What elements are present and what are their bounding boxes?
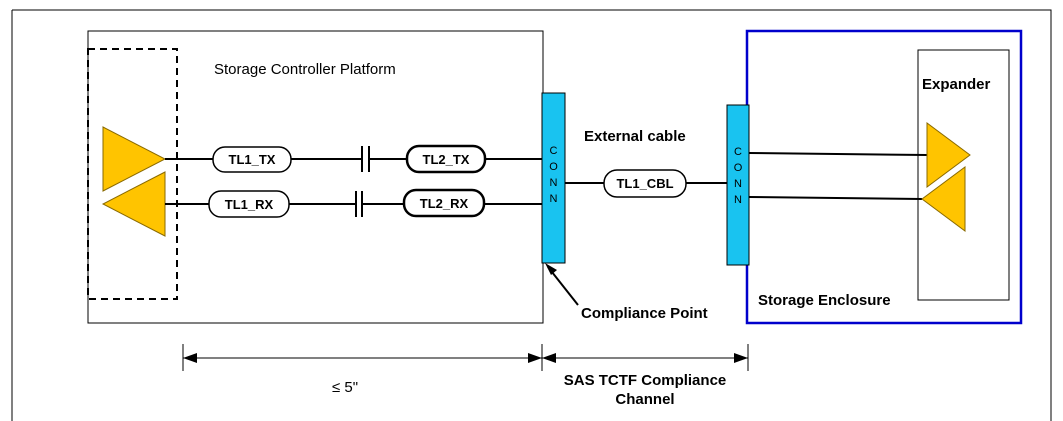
expander-label: Expander: [922, 76, 991, 93]
transceiver-dashed-box: [87, 48, 178, 300]
tl1-tx-pill: TL1_TX: [212, 146, 292, 173]
tl1-rx-pill: TL1_RX: [208, 190, 290, 218]
svg-text:N: N: [550, 177, 558, 189]
tl1-cbl-label: TL1_CBL: [616, 176, 673, 191]
expander-rx-amplifier-icon: [926, 122, 971, 188]
expander-rx-line: [748, 196, 923, 200]
tl2-rx-label: TL2_RX: [420, 196, 469, 211]
left-connector-text: C O N N: [549, 145, 558, 205]
platform-label: Storage Controller Platform: [214, 61, 396, 78]
max-length-label: ≤ 5": [332, 379, 358, 396]
svg-text:N: N: [550, 193, 558, 205]
channel-label-line2: Channel: [615, 391, 674, 408]
external-cable-label: External cable: [584, 128, 686, 145]
outer-frame: [12, 9, 1052, 421]
tl2-rx-pill: TL2_RX: [402, 188, 486, 218]
tl2-tx-label: TL2_TX: [423, 152, 470, 167]
svg-text:N: N: [734, 194, 742, 206]
tl1-rx-label: TL1_RX: [225, 197, 274, 212]
left-connector: [541, 92, 566, 264]
length-dimension: [182, 344, 749, 371]
svg-text:N: N: [734, 178, 742, 190]
svg-text:O: O: [549, 161, 558, 173]
tl1-tx-label: TL1_TX: [229, 152, 276, 167]
tl1-cbl-pill: TL1_CBL: [603, 169, 687, 198]
compliance-point-label: Compliance Point: [581, 305, 708, 322]
expander-tx-amplifier-icon: [921, 166, 966, 232]
tx-amplifier-icon: [102, 126, 167, 192]
svg-text:C: C: [734, 146, 742, 158]
compliance-point-arrowhead: [545, 263, 557, 275]
tl2-tx-pill: TL2_TX: [405, 144, 487, 174]
channel-label-line1: SAS TCTF Compliance: [564, 372, 727, 389]
svg-text:C: C: [550, 145, 558, 157]
enclosure-label: Storage Enclosure: [758, 292, 891, 309]
compliance-point-pointer: [547, 266, 579, 306]
expander-tx-line: [748, 152, 928, 156]
svg-text:O: O: [734, 162, 743, 174]
right-connector-text: C O N N: [734, 146, 743, 206]
right-connector: [726, 104, 750, 266]
